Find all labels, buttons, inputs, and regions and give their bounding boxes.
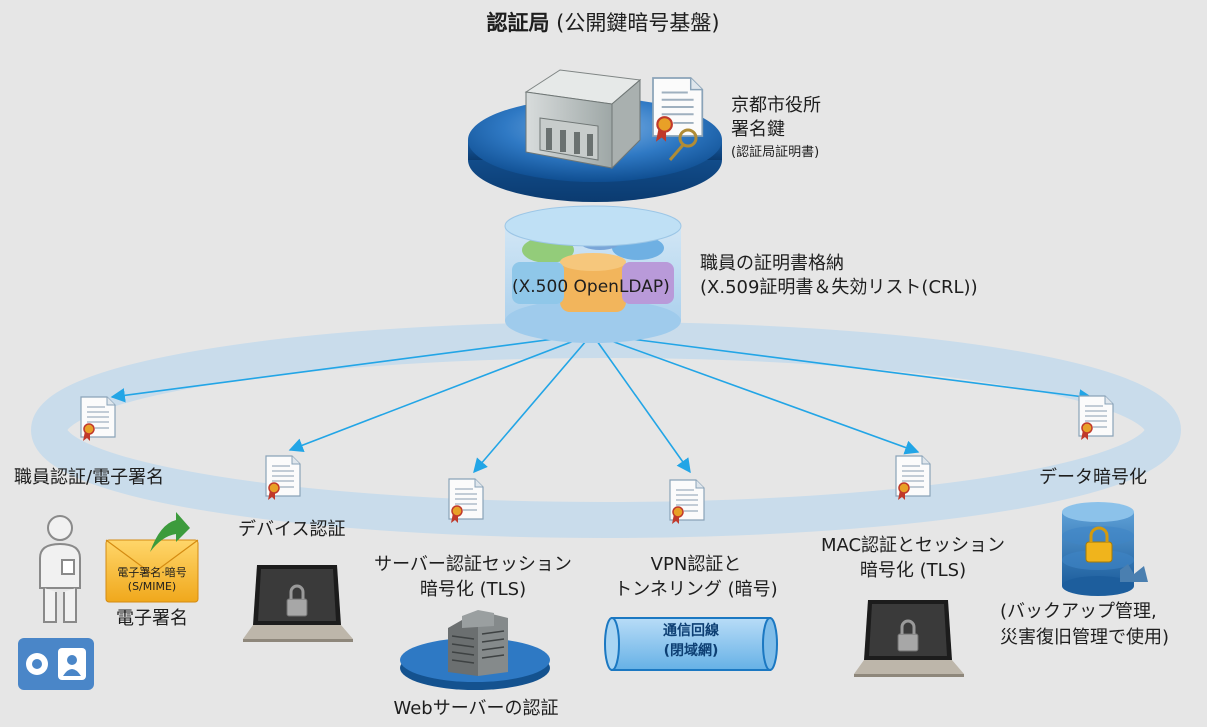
envelope-label-line2: (S/MIME) xyxy=(127,580,177,593)
closed-network-tube xyxy=(604,617,778,671)
cert-icon-server xyxy=(448,478,484,524)
directory-inner-label: (X.500 OpenLDAP) xyxy=(512,277,670,297)
device-laptop-icon xyxy=(241,563,355,644)
staff-auth-label: 職員認証/電子署名 xyxy=(14,467,165,488)
person-icon xyxy=(39,515,81,623)
encrypted-database-icon xyxy=(1062,502,1148,596)
cert-icon-device xyxy=(265,455,301,501)
arrow-to-device-auth xyxy=(288,333,593,453)
signed-mail-icon xyxy=(105,512,199,603)
ca-label-line2: 署名鍵 xyxy=(731,119,785,140)
data-encryption-label: データ暗号化 xyxy=(1039,467,1147,488)
directory-label-line1: 職員の証明書格納 xyxy=(700,253,844,274)
tunnel-label-line2: (閉域網) xyxy=(663,643,719,659)
backup-label-line2: 災害復旧管理で使用) xyxy=(1000,627,1170,648)
tunnel-label-line1: 通信回線 xyxy=(663,623,719,639)
directory-label-line2: (X.509証明書＆失効リスト(CRL)) xyxy=(700,277,978,298)
server-auth-label-line2: 暗号化 (TLS) xyxy=(419,579,527,600)
page-title: 認証局 (公開鍵暗号基盤) xyxy=(486,11,720,35)
ca-label-line1: 京都市役所 xyxy=(731,95,821,116)
backup-label-line1: (バックアップ管理, xyxy=(1000,601,1157,622)
arrow-to-server-auth xyxy=(473,333,593,474)
ca-key-icon xyxy=(668,128,698,161)
vpn-auth-label-line2: トンネリング (暗号) xyxy=(614,579,778,600)
server-auth-label-line1: サーバー認証セッション xyxy=(374,554,572,575)
envelope-label-line1: 電子署名·暗号 xyxy=(117,566,187,579)
arrow-to-mac-auth xyxy=(591,333,920,455)
device-auth-label: デバイス認証 xyxy=(238,519,346,540)
cert-icon-mac xyxy=(895,455,931,501)
arrow-to-data-encryption xyxy=(591,333,1094,404)
email-signature-caption: 電子署名 xyxy=(116,608,188,629)
vpn-auth-label-line1: VPN認証と xyxy=(650,554,742,575)
mac-auth-label-line1: MAC認証とセッション xyxy=(820,535,1006,556)
directory-cylinder xyxy=(504,205,682,343)
arrow-to-staff-auth xyxy=(110,333,593,403)
web-server-caption: Webサーバーの認証 xyxy=(393,698,559,719)
cert-icon-data xyxy=(1078,395,1114,441)
distribution-arrows xyxy=(110,333,1094,474)
mac-laptop-icon xyxy=(852,598,966,679)
cert-icon-vpn xyxy=(669,479,705,525)
cert-icon-staff xyxy=(80,396,116,442)
ca-building xyxy=(524,69,642,170)
distribution-ring xyxy=(31,322,1181,538)
web-server-icon xyxy=(400,610,550,690)
arrow-to-vpn-auth xyxy=(591,333,691,474)
id-card-icon xyxy=(18,638,94,690)
mac-auth-label-line2: 暗号化 (TLS) xyxy=(859,560,967,581)
ca-label-line3: (認証局証明書) xyxy=(731,145,820,160)
